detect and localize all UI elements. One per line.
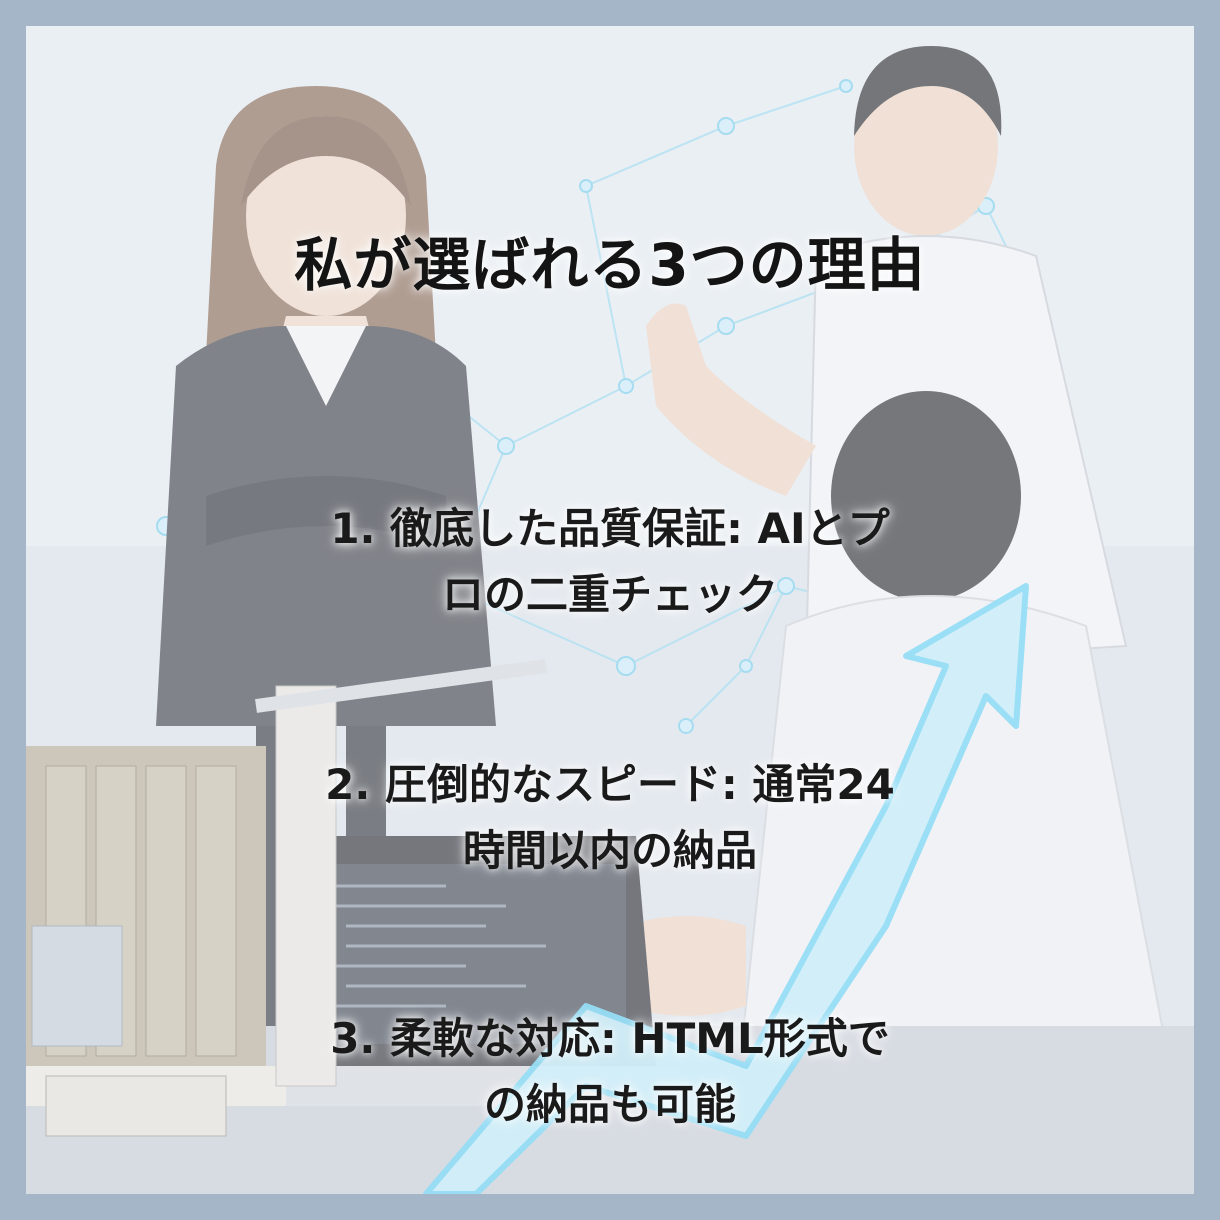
graphic-frame: 私が選ばれる3つの理由 1. 徹底した品質保証: AIとプ ロの二重チェック 2…	[26, 26, 1194, 1194]
light-overlay	[26, 26, 1194, 1194]
reason-text-line: 1. 徹底した品質保証: AIとプ	[330, 504, 890, 553]
reason-item-speed: 2. 圧倒的なスピード: 通常24 時間以内の納品	[206, 752, 1014, 884]
reason-text-line: 時間以内の納品	[462, 826, 757, 875]
reason-item-quality: 1. 徹底した品質保証: AIとプ ロの二重チェック	[206, 496, 1014, 628]
reason-text-line: の納品も可能	[483, 1080, 736, 1129]
reason-item-flexibility: 3. 柔軟な対応: HTML形式で の納品も可能	[206, 1006, 1014, 1138]
binders-and-papers	[26, 659, 547, 1137]
growth-arrow	[423, 583, 1029, 1194]
text-panel: 私が選ばれる3つの理由 1. 徹底した品質保証: AIとプ ロの二重チェック 2…	[26, 26, 1194, 1194]
reason-text-line: ロの二重チェック	[441, 570, 778, 619]
office-illustration	[26, 26, 1194, 1194]
reason-text-line: 3. 柔軟な対応: HTML形式で	[330, 1014, 890, 1063]
reason-text-line: 2. 圧倒的なスピード: 通常24	[325, 760, 895, 809]
page-title: 私が選ばれる3つの理由	[294, 231, 926, 299]
